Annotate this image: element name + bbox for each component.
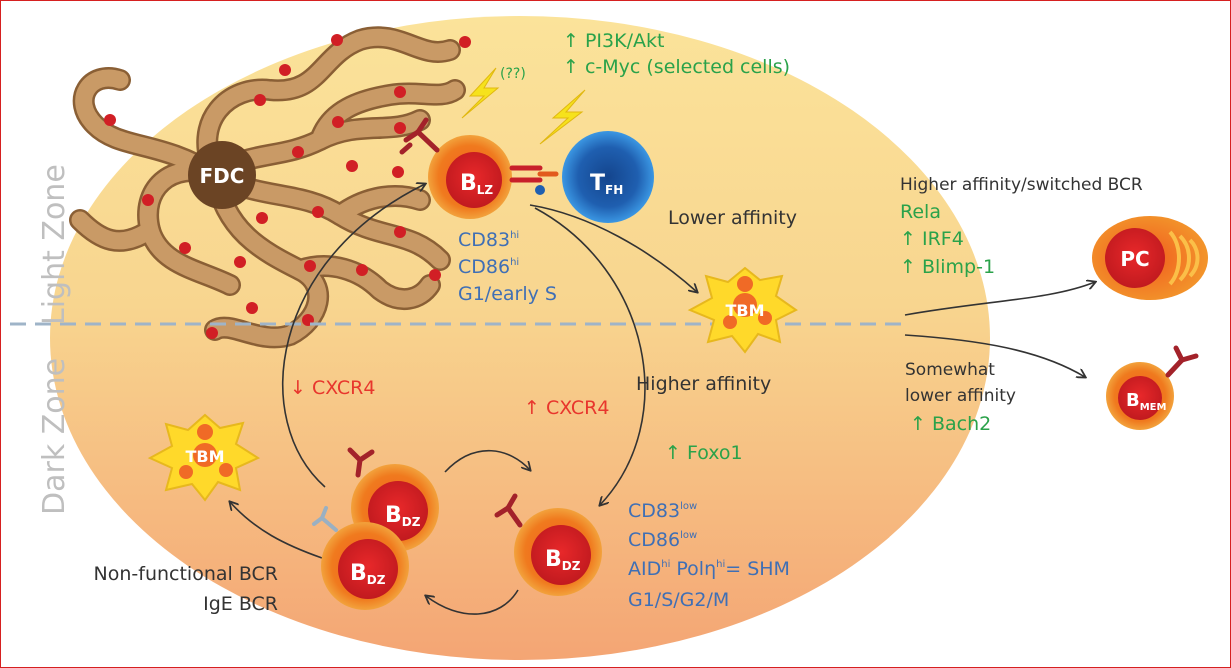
blz-marker-cycle: G1/early S (458, 283, 557, 305)
pc-factor-rela: Rela (900, 201, 941, 223)
svg-text:BMEM: BMEM (1126, 390, 1167, 413)
synapse-receptors-icon (509, 165, 559, 195)
tfh-cell: TFH (562, 131, 654, 223)
lightning-bolt-icon (539, 89, 586, 145)
pc-factor-blimp1: ↑ Blimp-1 (900, 256, 995, 278)
dark-zone-label: Dark Zone (37, 358, 72, 515)
cxcr4-down-label: ↓ CXCR4 (290, 377, 375, 399)
nonfunctional-bcr-label: Non-functional BCR (94, 563, 278, 585)
arrow-dz-cycle-bottom (426, 589, 519, 615)
svg-text:BDZ: BDZ (545, 547, 581, 573)
bcr-receptor-icon (1165, 345, 1199, 378)
bdz-marker-shm: AIDhi Polηhi= SHM (628, 558, 790, 580)
tbm-light-zone: TBM (687, 266, 798, 354)
svg-text:TBM: TBM (725, 301, 764, 320)
mem-line2: lower affinity (905, 386, 1016, 406)
svg-text:BLZ: BLZ (460, 171, 493, 197)
fdc-cell-body (188, 141, 256, 209)
memory-b-cell: BMEM (1106, 362, 1174, 430)
ige-bcr-label: IgE BCR (203, 593, 278, 615)
light-zone-label: Light Zone (37, 164, 72, 325)
bdz-cell-front: BDZ (321, 522, 409, 610)
bdz-marker-cd83: CD83low (628, 500, 697, 522)
nonfunctional-bcr-icon (312, 506, 338, 532)
pc-header: Higher affinity/switched BCR (900, 175, 1143, 195)
tbm-dark-zone: TBM (147, 413, 261, 502)
arrows (230, 184, 1095, 615)
germinal-center (50, 16, 990, 660)
svg-text:BDZ: BDZ (350, 561, 386, 587)
svg-text:TFH: TFH (590, 171, 623, 197)
bdz-cell-right: BDZ (514, 508, 602, 596)
fdc-antigen-dots (104, 34, 471, 339)
mem-factor-bach2: ↑ Bach2 (910, 413, 991, 435)
foxo1-label: ↑ Foxo1 (665, 442, 743, 464)
arrow-to-tbm-dz (230, 502, 323, 559)
bcr-receptor-icon (494, 493, 523, 528)
arrow-cxcr4-down (282, 184, 425, 488)
cxcr4-up-label: ↑ CXCR4 (524, 397, 609, 419)
arrow-to-lower-affinity (529, 204, 697, 292)
arrow-to-bmem (904, 334, 1085, 377)
blz-marker-cd86: CD86hi (458, 256, 519, 278)
svg-text:PC: PC (1120, 247, 1149, 271)
arrow-to-pc (904, 282, 1095, 316)
svg-text:TBM: TBM (185, 447, 224, 466)
mem-line1: Somewhat (905, 360, 995, 380)
bcr-receptor-icon (347, 447, 375, 478)
blz-cell: BLZ (428, 135, 512, 219)
blz-marker-cd83: CD83hi (458, 229, 519, 251)
bdz-marker-cycle: G1/S/G2/M (628, 589, 729, 611)
lightning-bolt-icon (461, 67, 500, 119)
plasma-cell: PC (1092, 216, 1208, 300)
arrow-dz-cycle-top (444, 449, 530, 473)
signal-pi3k: ↑ PI3K/Akt (563, 30, 664, 52)
svg-text:BDZ: BDZ (385, 503, 421, 529)
arrow-higher-affinity (534, 207, 646, 505)
higher-affinity-label: Higher affinity (636, 373, 771, 395)
lower-affinity-label: Lower affinity (668, 207, 797, 229)
pc-factor-irf4: ↑ IRF4 (900, 228, 964, 250)
fdc-label: FDC (200, 164, 245, 188)
bdz-marker-cd86: CD86low (628, 529, 697, 551)
bcr-receptor-icon (399, 117, 440, 155)
fdc-question-label: (??) (500, 66, 526, 82)
signal-cmyc: ↑ c-Myc (selected cells) (563, 56, 790, 78)
